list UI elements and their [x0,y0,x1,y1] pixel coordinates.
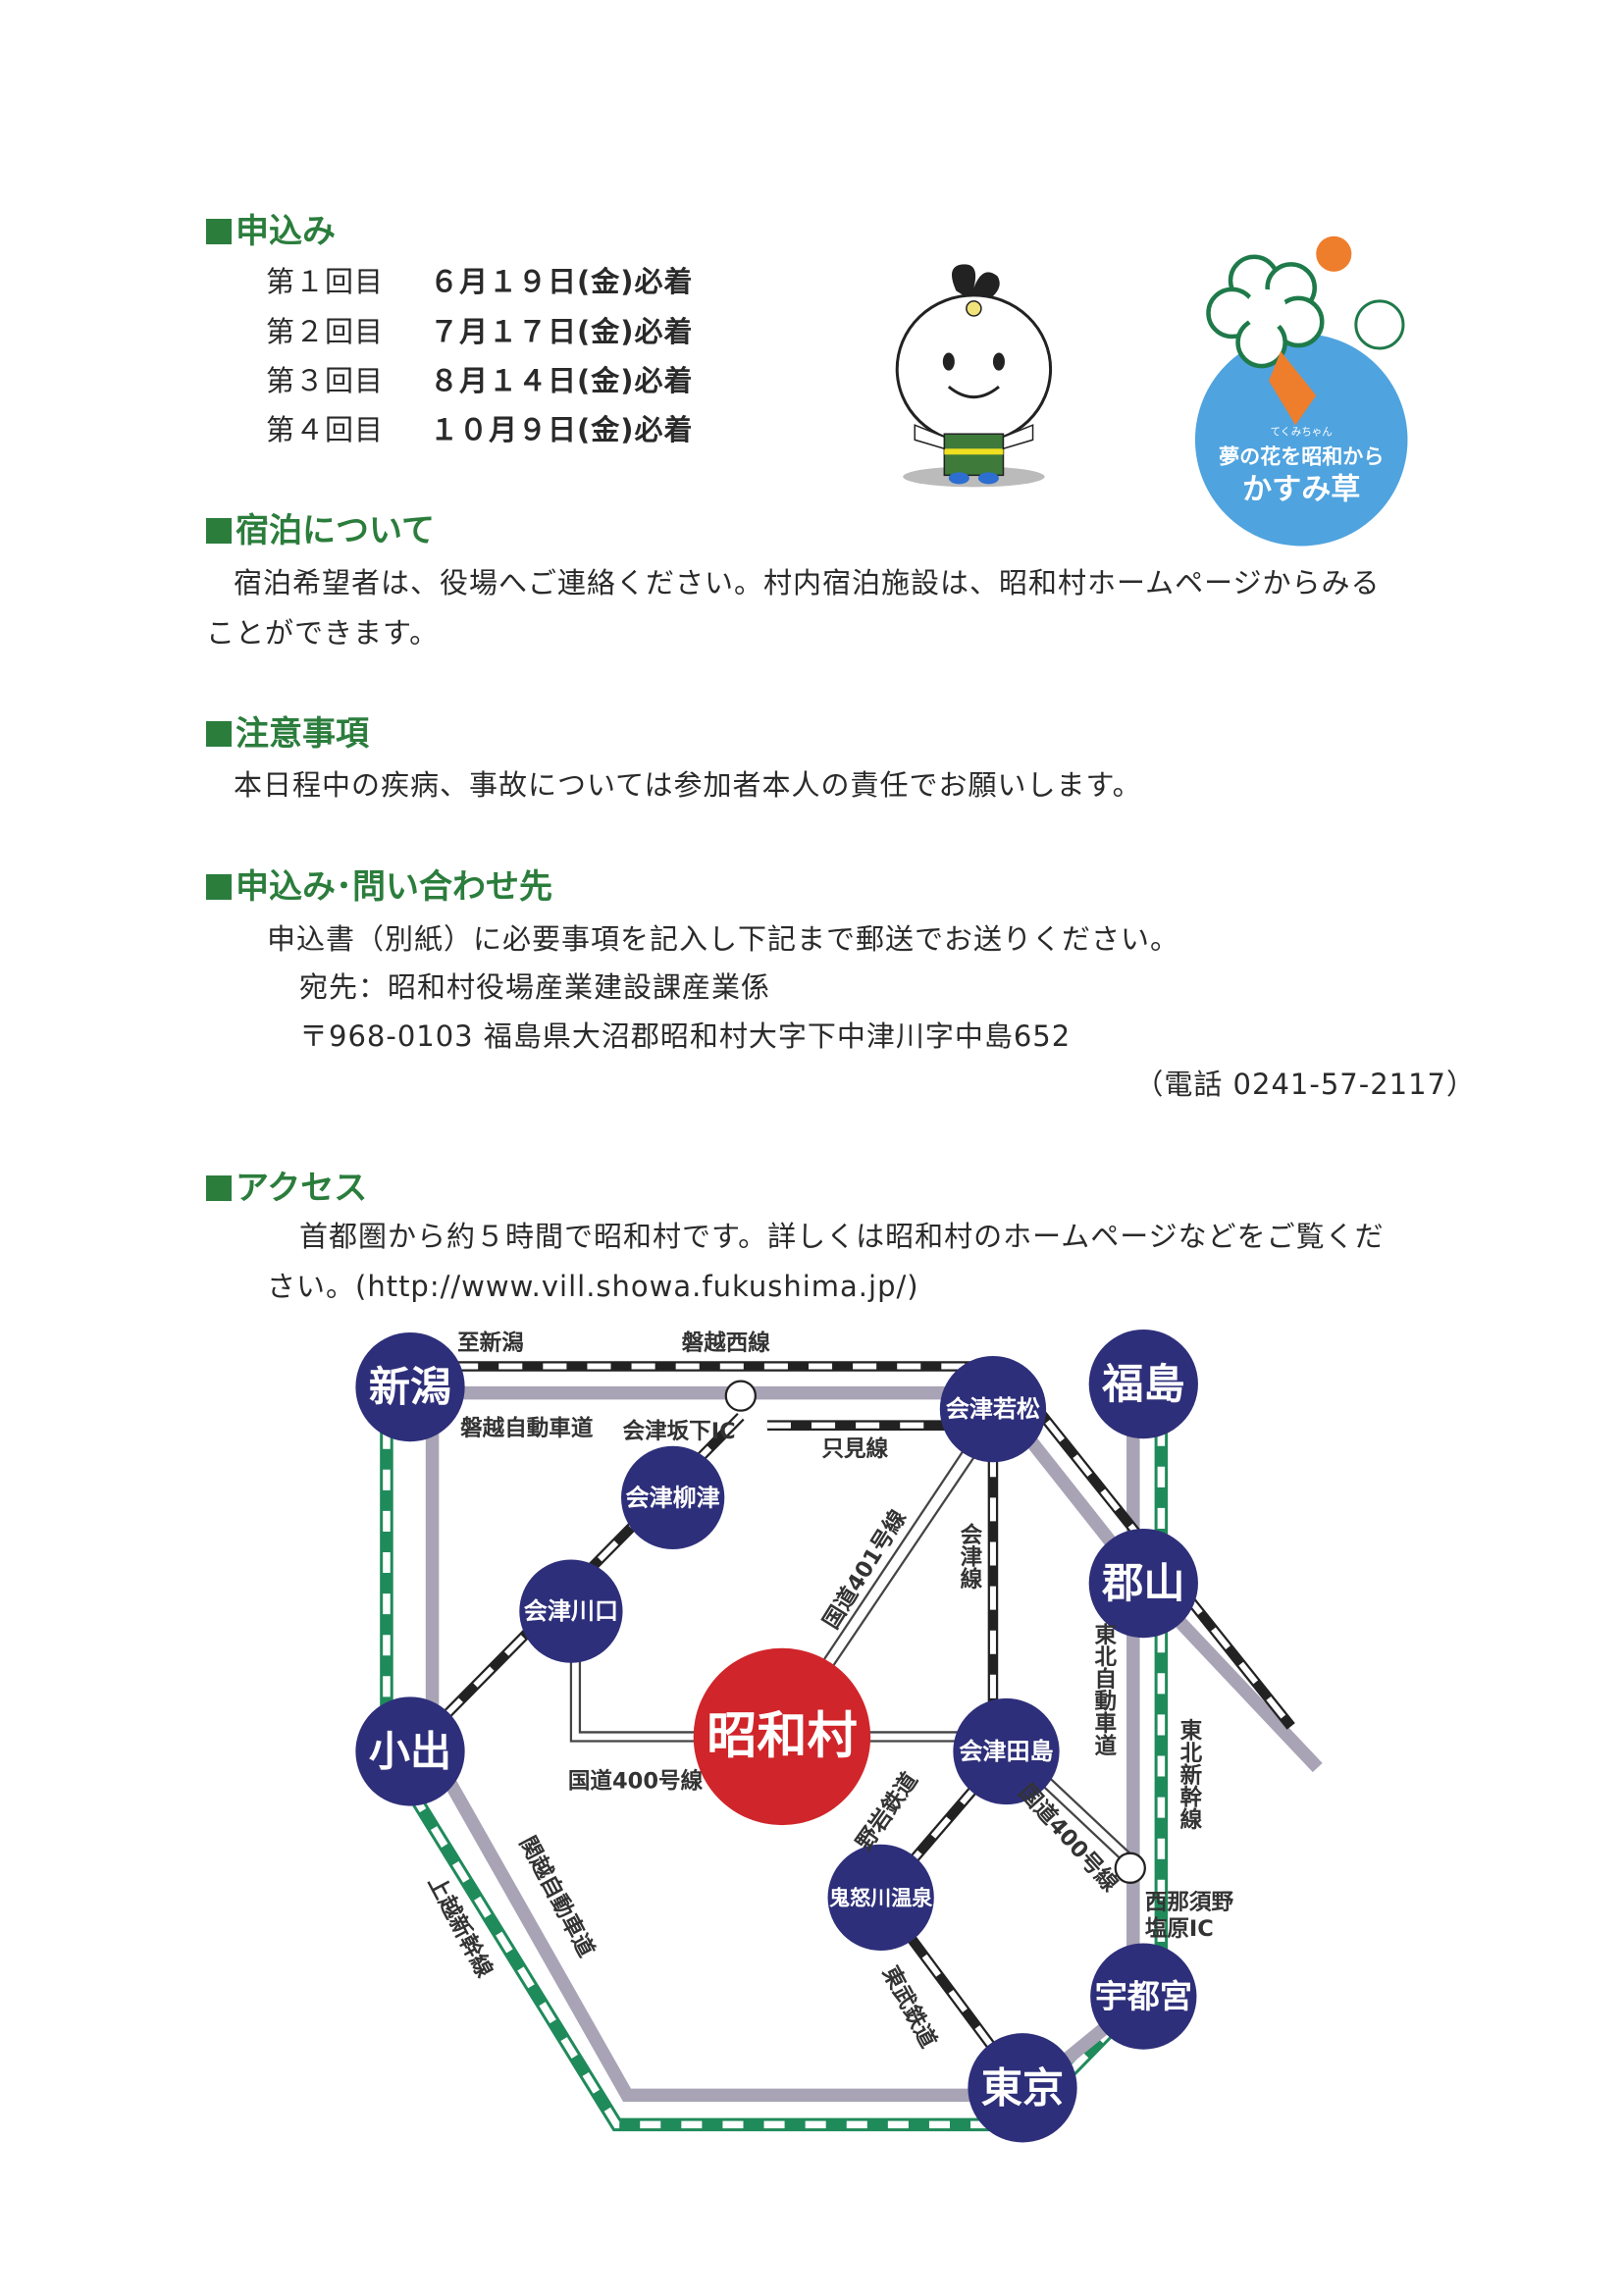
station-kinugawa-onsen: 鬼怒川温泉 [827,1844,934,1951]
logo-text-2: かすみ草 [1242,472,1360,506]
label-banetsu-west-line: 磐越西線 [682,1330,771,1356]
station-aizu-kawaguchi: 会津川口 [519,1559,623,1663]
bullet-square-icon [206,721,232,747]
heading-text: アクセス [236,1169,368,1208]
station-fukushima: 福島 [1088,1329,1198,1439]
station-aizu-tajima: 会津田島 [953,1697,1060,1805]
svg-text:東京: 東京 [981,2063,1064,2112]
date-1: ６月１９日(金)必着 [430,265,694,298]
label-tadami-line: 只見線 [822,1435,889,1462]
svg-text:会津柳津: 会津柳津 [626,1484,720,1511]
round-3: 第３回目 [266,364,385,397]
date-3: ８月１４日(金)必着 [430,364,694,397]
access-text-1: 首都圏から約５時間で昭和村です。詳しくは昭和村のホームページなどをご覧くだ [299,1220,1385,1253]
access-map: 新潟 福島 会津若松 会津柳津 会津川口 郡山 小出 昭和村 会津田島 鬼怒川温… [355,1329,1323,2143]
station-utsunomiya: 宇都宮 [1090,1943,1197,2050]
station-niigata: 新潟 [355,1331,465,1442]
station-koriyama: 郡山 [1088,1528,1198,1639]
round-4: 第４回目 [266,413,385,446]
label-tohoku-expressway: 東北自動車道 [1091,1623,1117,1756]
station-aizu-yanaizu: 会津柳津 [621,1445,725,1549]
svg-text:会津田島: 会津田島 [959,1738,1053,1765]
aizu-bange-ic-marker [724,1380,757,1412]
label-joetsu-shinkansen: 上越新幹線 [423,1871,498,1982]
label-kanetsu-expressway: 関越自動車道 [514,1832,601,1962]
label-banetsu-expressway: 磐越自動車道 [460,1415,594,1441]
label-yagan-railway: 野岩鉄道 [851,1767,923,1855]
round-2: 第２回目 [266,315,385,348]
nishinasuno-ic-marker [1114,1852,1146,1884]
station-showa-village: 昭和村 [693,1647,871,1826]
label-nishinasuno-1: 西那須野 [1145,1890,1234,1915]
heading-text: 注意事項 [236,714,369,754]
svg-text:郡山: 郡山 [1101,1559,1184,1607]
contact-address-to: 宛先：昭和村役場産業建設課産業係 [299,970,771,1004]
bullet-square-icon [206,1175,232,1201]
svg-text:福島: 福島 [1101,1360,1184,1408]
label-route-400: 国道400号線 [568,1768,704,1795]
heading-text: 宿泊について [236,511,435,550]
round-1: 第１回目 [266,265,385,298]
heading-notes: 注意事項 [206,714,369,754]
svg-text:昭和村: 昭和村 [707,1707,857,1765]
station-koide: 小出 [355,1696,465,1806]
heading-contact: 申込み･問い合わせ先 [206,867,552,907]
station-aizu-wakamatsu: 会津若松 [939,1356,1047,1463]
heading-text: 申込み [236,212,336,251]
label-nishinasuno-2: 塩原IC [1145,1915,1214,1942]
heading-apply: 申込み [206,212,336,251]
svg-text:会津若松: 会津若松 [946,1395,1040,1423]
bullet-square-icon [206,518,232,544]
contact-text-1: 申込書（別紙）に必要事項を記入し下記まで郵送でお送りください。 [267,922,1180,956]
lodging-text-2: ことができます。 [206,616,440,650]
logo-text-1: 夢の花を昭和から [1219,444,1384,468]
date-4: １０月９日(金)必着 [430,413,694,446]
label-aizu-bange-ic: 会津坂下IC [623,1418,736,1444]
svg-text:宇都宮: 宇都宮 [1095,1977,1192,2015]
contact-phone: （電話 0241-57-2117） [1134,1068,1476,1101]
svg-text:鬼怒川温泉: 鬼怒川温泉 [829,1885,933,1909]
date-2: ７月１７日(金)必着 [430,315,694,348]
svg-text:小出: 小出 [369,1727,451,1775]
svg-text:新潟: 新潟 [369,1363,451,1411]
mascot-character-icon [895,264,1053,488]
notes-text: 本日程中の疾病、事故については参加者本人の責任でお願いします。 [234,768,1142,802]
bullet-square-icon [206,219,232,244]
station-tokyo: 東京 [968,2033,1077,2143]
svg-text:会津川口: 会津川口 [524,1597,618,1625]
lodging-text-1: 宿泊希望者は、役場へご連絡ください。村内宿泊施設は、昭和村ホームページからみる [234,566,1381,600]
heading-lodging: 宿泊について [206,511,435,550]
access-text-2: さい。(http://www.vill.showa.fukushima.jp/) [267,1270,919,1303]
contact-postal-address: 〒968-0103 福島県大沼郡昭和村大字下中津川字中島652 [299,1019,1072,1053]
heading-text: 申込み･問い合わせ先 [236,867,552,907]
label-tohoku-shinkansen: 東北新幹線 [1177,1719,1202,1830]
heading-access: アクセス [206,1169,367,1208]
label-aizu-line: 会津線 [957,1522,982,1590]
logo-small-text: てくみちゃん [1271,427,1333,439]
bullet-square-icon [206,874,232,900]
kasumisou-logo: てくみちゃん 夢の花を昭和から かすみ草 [1194,235,1408,547]
label-to-niigata: 至新潟 [457,1330,524,1356]
